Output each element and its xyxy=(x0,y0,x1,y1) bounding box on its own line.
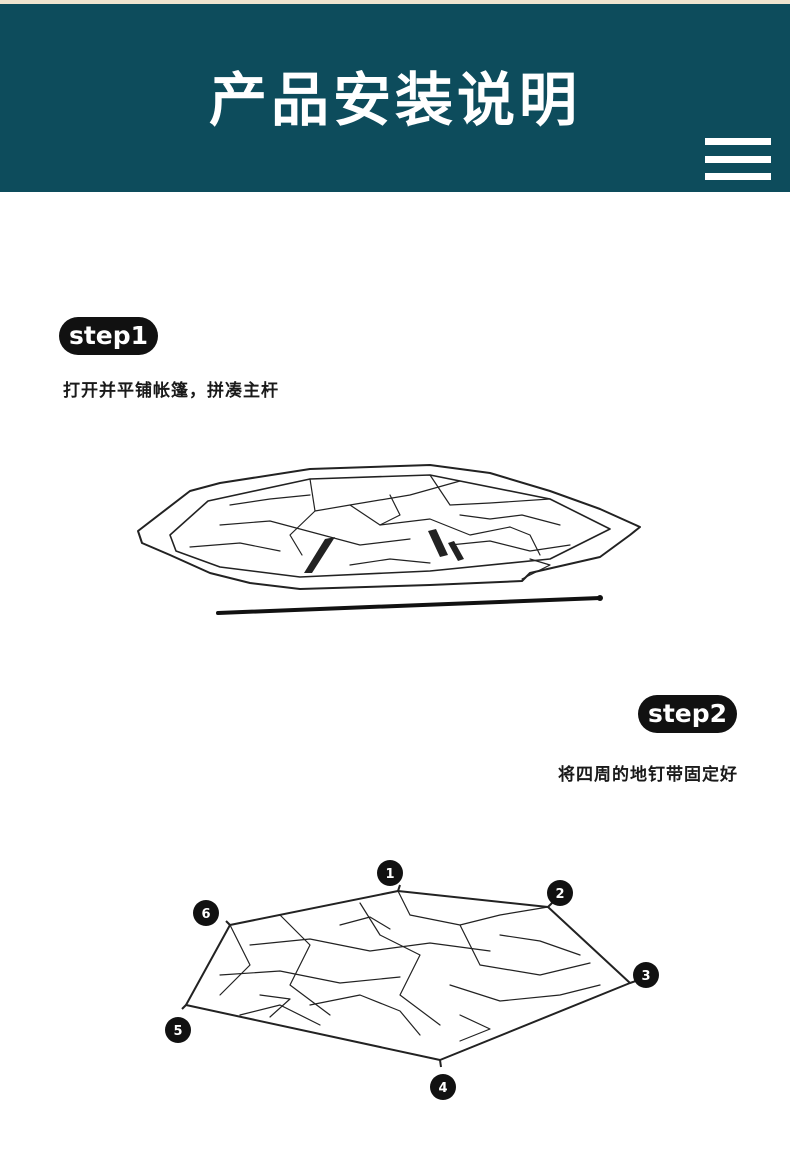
corner-marker-2: 2 xyxy=(547,880,573,906)
step2-staked-tent-illustration: 1 2 3 4 5 6 xyxy=(165,860,659,1100)
corner-marker-1: 1 xyxy=(377,860,403,886)
page-title: 产品安装说明 xyxy=(208,66,581,134)
svg-text:5: 5 xyxy=(173,1024,182,1039)
header-banner: 产品安装说明 xyxy=(0,4,790,192)
step1-badge: step1 xyxy=(59,317,158,355)
step2-description: 将四周的地钉带固定好 xyxy=(558,765,738,785)
step1-description: 打开并平铺帐篷，拼凑主杆 xyxy=(63,381,279,401)
corner-marker-5: 5 xyxy=(165,1017,191,1043)
corner-marker-6: 6 xyxy=(193,900,219,926)
step2-badge: step2 xyxy=(638,695,737,733)
top-accent-strip xyxy=(0,0,790,4)
svg-text:3: 3 xyxy=(641,969,650,984)
step1-flat-tent-illustration xyxy=(137,464,641,615)
svg-text:1: 1 xyxy=(385,867,394,882)
svg-text:4: 4 xyxy=(438,1081,447,1096)
menu-icon[interactable] xyxy=(705,138,771,182)
corner-marker-3: 3 xyxy=(633,962,659,988)
svg-text:6: 6 xyxy=(201,907,210,922)
corner-marker-4: 4 xyxy=(430,1074,456,1100)
svg-text:2: 2 xyxy=(555,887,564,902)
